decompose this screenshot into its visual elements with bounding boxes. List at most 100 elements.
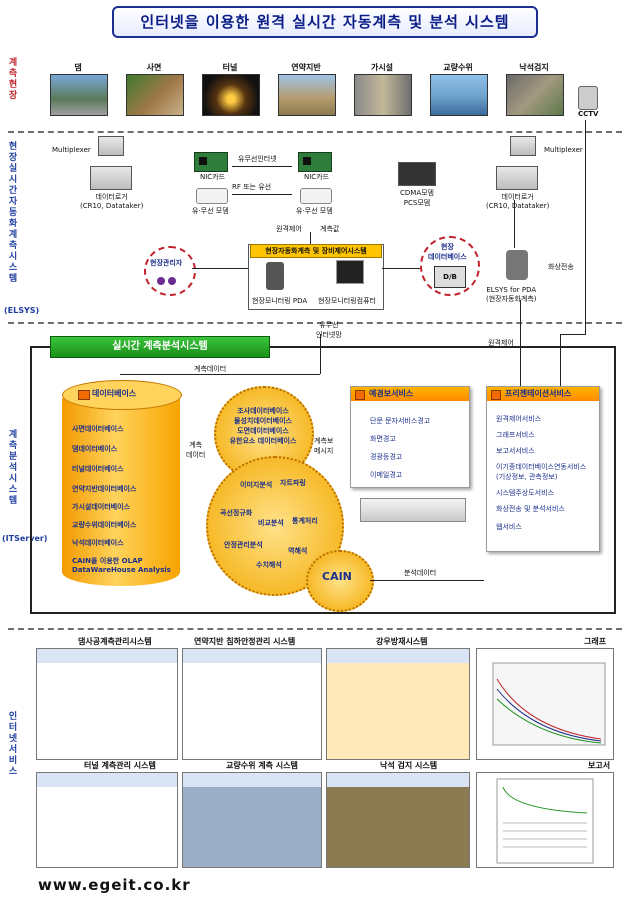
field-admin-label: 현장관리자 [150, 259, 183, 267]
nic-card-right-icon [298, 152, 332, 172]
modem-left-label: 유·무선 모뎀 [192, 207, 229, 215]
elsys-pda-icon [506, 250, 528, 280]
presentation-item: 화상전송 및 분석서비스 [496, 505, 565, 513]
connector [520, 300, 521, 386]
analysis-data-label: 분석데이터 [404, 569, 437, 577]
database-item: 댐데이터베이스 [72, 445, 118, 453]
modem-right-icon [300, 188, 332, 204]
divider-2 [8, 322, 622, 324]
rockfall-system-screenshot[interactable] [326, 772, 470, 868]
presentation-panel: 프리젠테이션서비스 [486, 386, 600, 552]
forecast-item: 경광등경고 [370, 453, 403, 461]
datalogger-right-icon [496, 166, 538, 190]
center-gear-item: 안정관리분석 [224, 541, 263, 549]
database-item: 터널데이터베이스 [72, 465, 124, 473]
cdma-label: CDMA모뎀 PCS모뎀 [400, 189, 434, 207]
center-gear-item: 이미지분석 [240, 481, 273, 489]
nic-card-left-icon [194, 152, 228, 172]
datalogger-right-label: 데이터로거 (CR10, Datataker) [486, 193, 550, 210]
dam-system-screenshot[interactable] [36, 648, 178, 760]
nic-right-label: NIC카드 [304, 173, 330, 181]
top-gear-item: 물성치데이터베이스 [234, 417, 292, 425]
service-title: 연약지반 침하안정관리 시스템 [194, 637, 296, 646]
center-system-title: 현장자동화계측 및 장비제어시스템 [250, 244, 382, 258]
bullet-icon [78, 390, 90, 400]
center-gear-item: 수치해석 [256, 561, 282, 569]
service-title: 댐사공계측관리시스템 [78, 637, 152, 646]
cain-label: CAIN [322, 570, 352, 583]
database-item: 낙석데이터베이스 [72, 539, 124, 547]
presentation-item: 웹서비스 [496, 523, 522, 531]
pda-icon [266, 262, 284, 290]
connector [514, 200, 515, 248]
bridge-system-screenshot[interactable] [182, 772, 322, 868]
dam-photo [50, 74, 108, 116]
analysis-frame [30, 346, 616, 614]
site-label: 연약지반 [291, 63, 321, 72]
cctv-icon [578, 86, 598, 110]
cctv-label: CCTV [578, 110, 599, 118]
forecast-item: 단문 문자서비스경고 [370, 417, 431, 425]
forecast-message-label: 계측보 메시지 [314, 437, 334, 455]
monitor-pc-label: 현장모니터링컴퓨터 [318, 297, 376, 305]
forecast-panel: 예경보서비스 [350, 386, 470, 488]
rf-link-label: RF 또는 유선 [232, 183, 272, 191]
center-gear-item: 비교분석 [258, 519, 284, 527]
multiplexer-right-icon [510, 136, 536, 156]
section-label-internet: 인터넷서비스 [8, 712, 18, 777]
database-title: 데이터베이스 [92, 389, 137, 398]
database-item: 연약지반데이터베이스 [72, 485, 137, 493]
database-item: CAIN을 이용한 OLAP DataWareHouse Analysis [72, 557, 171, 574]
nic-left-label: NIC카드 [200, 173, 226, 181]
temp-structure-photo [354, 74, 412, 116]
connector [120, 374, 320, 375]
top-gear-item: 조사데이터베이스 [237, 407, 289, 415]
forecast-panel-title: 예경보서비스 [351, 387, 469, 401]
center-gear-item: 곡선정규화 [220, 509, 253, 517]
top-gear-item: 도면데이터베이스 [237, 427, 289, 435]
link-arrow [232, 194, 292, 195]
section-abbr-elsys: (ELSYS) [4, 306, 40, 315]
center-gear-item: 통계처리 [292, 517, 318, 525]
report-thumbnail [496, 778, 594, 864]
wired-link-label: 유무선인터넷 [238, 155, 277, 163]
link-arrow [232, 166, 292, 167]
presentation-item: 보고서서비스 [496, 447, 535, 455]
graph-screenshot[interactable] [476, 648, 614, 760]
slope-photo [126, 74, 184, 116]
tunnel-system-screenshot[interactable] [36, 772, 178, 868]
measure-value-label: 계측값 [320, 225, 340, 233]
database-item: 교량수위데이터베이스 [72, 521, 137, 529]
forecast-item: 이메일경고 [370, 471, 403, 479]
field-db-label: 현장 데이터베이스 [428, 243, 467, 261]
site-label: 댐 [74, 63, 82, 72]
field-admin-circle [144, 246, 196, 296]
service-title: 낙석 검지 시스템 [380, 761, 438, 770]
cain-gear [306, 550, 374, 612]
measure-data-arrow-label: 계측 데이터 [186, 441, 206, 459]
connector [320, 334, 321, 374]
divider-3 [8, 628, 622, 630]
soft-ground-photo [278, 74, 336, 116]
graph-thumbnail [492, 662, 606, 746]
service-title: 강우방재시스템 [376, 637, 428, 646]
presentation-item: 원격제어서비스 [496, 415, 542, 423]
modem-left-icon [196, 188, 228, 204]
connector [560, 334, 561, 386]
bridge-photo [430, 74, 488, 116]
server-icon [360, 498, 466, 522]
analysis-header: 실시간 계측분석시스템 [50, 336, 270, 358]
rain-disaster-system-screenshot[interactable] [326, 648, 470, 760]
presentation-panel-title: 프리젠테이션서비스 [487, 387, 599, 401]
multiplexer-left-label: Multiplexer [52, 146, 91, 154]
website-url[interactable]: www.egeit.co.kr [38, 876, 191, 894]
center-gear-item: 역해석 [288, 547, 308, 555]
multiplexer-left-icon [98, 136, 124, 156]
center-gear-item: 자트파링 [280, 479, 306, 487]
multiplexer-right-label: Multiplexer [544, 146, 583, 154]
soft-ground-system-screenshot[interactable] [182, 648, 322, 760]
section-abbr-analysis: (ITServer) [2, 534, 48, 543]
page-title: 인터넷을 이용한 원격 실시간 자동계측 및 분석 시스템 [112, 6, 538, 38]
report-screenshot[interactable] [476, 772, 614, 868]
connector [370, 580, 484, 581]
